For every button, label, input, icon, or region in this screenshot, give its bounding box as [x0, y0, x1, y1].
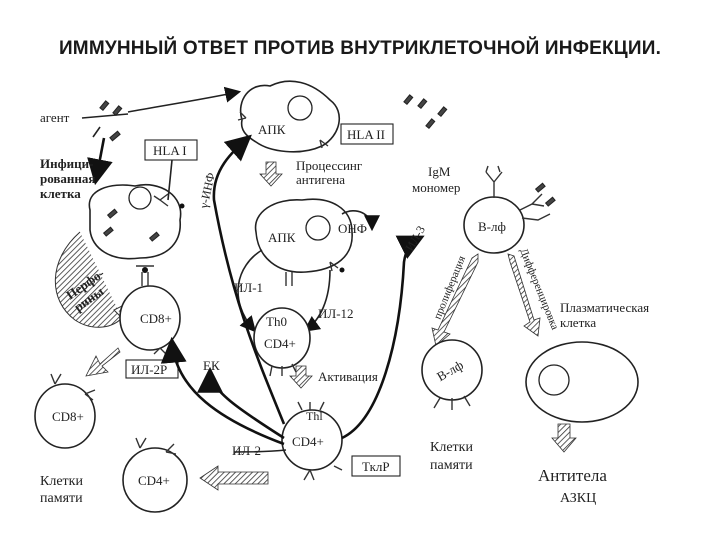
azkc-label: АЗКЦ [560, 491, 596, 506]
il2-line [233, 449, 287, 453]
antibodies-label: Антитела [538, 466, 607, 485]
apc-mid-hla-receptor [329, 261, 339, 272]
hla1-box [144, 139, 198, 161]
tkr-label: ТклР [362, 459, 390, 474]
apc-mid-label: АПК [268, 230, 296, 245]
apc-mid-tcr [285, 272, 293, 286]
apc-top-receptor [237, 111, 247, 121]
antigen-dot-1 [179, 203, 185, 209]
onf-label: ОНФ [338, 221, 367, 236]
b-cell-top-label: В-лф [478, 219, 506, 234]
plasma-label-2: клетка [560, 315, 596, 330]
th1-cd4-label: CD4+ [292, 434, 324, 449]
memory-cd8-cell [34, 383, 96, 449]
b-cell-antigen-receptor [519, 193, 551, 221]
activation-label: Активация [318, 369, 378, 384]
agent-label: агент [40, 110, 70, 125]
antibody-arrow [551, 423, 577, 453]
cd8-tcr-dot [142, 267, 148, 273]
infected-virus-1 [106, 208, 118, 219]
th1-bottom-receptors [303, 465, 343, 481]
apc-top-hla-receptor [319, 139, 329, 149]
il3-label: ИЛ-3 [402, 223, 428, 253]
apc-top-cell [239, 80, 340, 153]
infected-virus-2 [102, 226, 114, 237]
infected-cell [88, 183, 182, 260]
memory-left-label-1: Клетки [40, 474, 83, 489]
hla2-label: HLA II [347, 127, 385, 142]
plasma-label-1: Плазматическая [560, 300, 649, 315]
infected-label-1: Инфици- [40, 156, 93, 171]
arrow-th1-to-memory-cd4 [199, 465, 269, 491]
th0-receptors [269, 363, 297, 377]
igm-label-1: IgM [428, 164, 451, 179]
agent-tick [92, 126, 101, 138]
memory-cd4-cell [122, 447, 188, 513]
igm-label-2: мономер [412, 180, 460, 195]
b-antigen-2 [544, 196, 556, 207]
onf-arrow [341, 210, 380, 232]
apc-top-label: АПК [258, 122, 286, 137]
th1-top-receptors [297, 401, 325, 411]
plasma-cell [525, 341, 639, 423]
page-title: ИММУННЫЙ ОТВЕТ ПРОТИВ ВНУТРИКЛЕТОЧНОЙ ИН… [58, 38, 662, 59]
memory-cd4-receptors [135, 437, 177, 455]
tkr-box [351, 455, 401, 477]
activation-arrow [289, 365, 313, 389]
infected-virus-3 [148, 231, 160, 242]
arrow-to-ek [197, 366, 285, 440]
processing-label-1: Процессинг [296, 158, 362, 173]
hla1-pointer [167, 159, 173, 201]
processing-label-2: антигена [296, 172, 345, 187]
memory-cd4-label: CD4+ [138, 473, 170, 488]
il12-label: ИЛ-12 [318, 306, 354, 321]
infected-label-3: клетка [40, 186, 81, 201]
infected-hla-receptor [153, 193, 169, 207]
cd8-effector-cell [119, 285, 181, 351]
memory-left-label-2: памяти [40, 491, 83, 506]
arrow-inf-gamma [212, 134, 286, 425]
infected-label-2: рованная [40, 171, 95, 186]
arrow-il1 [237, 249, 263, 333]
memory-b-receptors [433, 395, 471, 410]
apc-top-nucleus [287, 95, 313, 121]
memory-cd8-label: CD8+ [52, 409, 84, 424]
igm-receptor [485, 165, 503, 198]
apc-mid-nucleus [305, 215, 331, 241]
infected-cell-nucleus [128, 186, 152, 210]
memory-cd8-receptors [50, 373, 96, 401]
hla1-label: HLA I [153, 143, 187, 158]
agent-line [81, 113, 129, 119]
antigen-dot-2 [339, 267, 345, 273]
th0-cd4-label: CD4+ [264, 336, 296, 351]
il1-label: ИЛ-1 [234, 280, 263, 295]
differentiation-arrow [507, 253, 541, 337]
il2r-label: ИЛ-2Р [131, 362, 167, 377]
il2-label: ИЛ-2 [232, 443, 261, 458]
cd8-effector-label: CD8+ [140, 311, 172, 326]
agent-particles [99, 94, 448, 142]
hla2-box [340, 123, 394, 145]
arrow-agent-to-infected [87, 137, 113, 186]
plasma-cell-nucleus [538, 364, 570, 396]
th0-label: Th0 [266, 314, 287, 329]
arrow-agent-to-apc [127, 86, 242, 113]
arrow-il3-to-b [341, 235, 425, 440]
ek-label: ЕК [203, 358, 220, 373]
arrow-il12 [303, 269, 331, 332]
th1-cell [281, 409, 343, 471]
memory-right-label-2: памяти [430, 458, 473, 473]
processing-arrow [259, 161, 283, 187]
memory-right-label-1: Клетки [430, 440, 473, 455]
apc-mid-cell [254, 198, 353, 273]
arrow-cd8-to-memory [85, 347, 121, 377]
th1-label: Thl [306, 409, 323, 423]
cd8-tcr [136, 265, 154, 286]
b-antigen-1 [534, 182, 546, 193]
arrow-il2-to-cd8 [160, 336, 285, 446]
